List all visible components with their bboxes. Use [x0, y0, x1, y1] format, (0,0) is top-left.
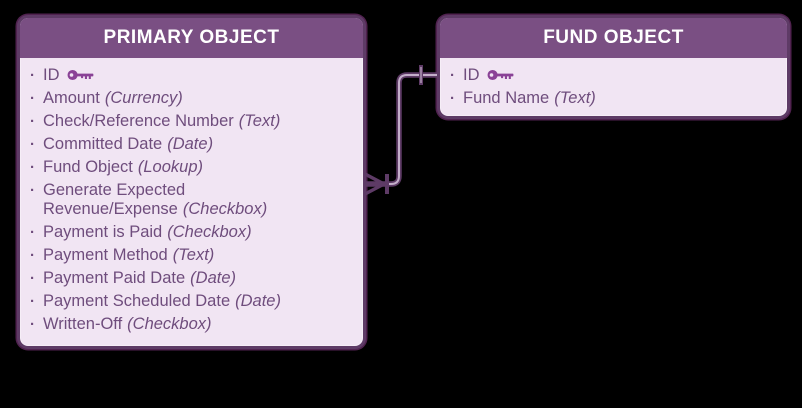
field-name: Payment is Paid	[43, 223, 163, 241]
crow-foot-many-icon	[364, 172, 389, 196]
entity-header: FUND OBJECT	[440, 18, 787, 58]
field-name: Written-Off	[43, 315, 123, 333]
field-row: · Payment Paid Date(Date)	[30, 269, 351, 288]
field-name: Payment Paid Date	[43, 269, 186, 287]
connector-line	[366, 72, 437, 187]
entity-card-fund-object: FUND OBJECT · ID · Fund Name(Text)	[437, 15, 790, 119]
field-row: · Payment is Paid(Checkbox)	[30, 223, 351, 242]
field-row: · Amount(Currency)	[30, 89, 351, 108]
field-row: · ID	[450, 66, 775, 85]
bullet: ·	[450, 67, 455, 84]
bullet: ·	[450, 90, 455, 107]
field-name: Amount	[43, 89, 100, 107]
field-type: (Currency)	[104, 89, 183, 107]
field-name: ID	[43, 66, 60, 84]
bullet: ·	[30, 159, 35, 176]
field-name: Fund Name	[463, 89, 550, 107]
entity-card-primary-object: PRIMARY OBJECT · ID · Amount(Currency)	[17, 15, 366, 349]
bullet: ·	[30, 182, 35, 199]
entity-title: FUND OBJECT	[543, 27, 684, 48]
bullet: ·	[30, 136, 35, 153]
bullet: ·	[30, 247, 35, 264]
field-row: · Payment Method(Text)	[30, 246, 351, 265]
bullet: ·	[30, 67, 35, 84]
field-row: · Generate Expected Revenue/Expense(Chec…	[30, 181, 351, 219]
bullet: ·	[30, 90, 35, 107]
field-type: (Checkbox)	[127, 315, 212, 333]
bullet: ·	[30, 316, 35, 333]
bullet: ·	[30, 113, 35, 130]
field-type: (Date)	[167, 135, 214, 153]
field-row: · Fund Name(Text)	[450, 89, 775, 108]
key-icon	[487, 68, 514, 82]
field-name: Committed Date	[43, 135, 163, 153]
field-type: (Lookup)	[137, 158, 204, 176]
field-type: (Checkbox)	[167, 223, 252, 241]
field-row: · ID	[30, 66, 351, 85]
field-type: (Text)	[172, 246, 215, 264]
field-type: (Text)	[554, 89, 596, 107]
field-name: Generate Expected Revenue/Expense	[43, 181, 186, 218]
field-row: · Committed Date(Date)	[30, 135, 351, 154]
field-list: · ID · Fund Name(Text)	[440, 58, 787, 116]
field-type: (Text)	[238, 112, 281, 130]
field-name: ID	[463, 66, 480, 84]
field-type: (Date)	[190, 269, 237, 287]
bullet: ·	[30, 293, 35, 310]
field-row: · Payment Scheduled Date(Date)	[30, 292, 351, 311]
field-row: · Fund Object(Lookup)	[30, 158, 351, 177]
entity-header: PRIMARY OBJECT	[20, 18, 363, 58]
bullet: ·	[30, 224, 35, 241]
field-row: · Written-Off(Checkbox)	[30, 315, 351, 334]
key-icon	[67, 68, 94, 82]
field-name: Payment Method	[43, 246, 168, 264]
bullet: ·	[30, 270, 35, 287]
field-type: (Date)	[235, 292, 281, 310]
field-list: · ID · Amount(Currency) · Check/Referen	[20, 58, 363, 346]
field-name: Check/Reference Number	[43, 112, 234, 130]
entity-title: PRIMARY OBJECT	[103, 27, 280, 48]
field-type: (Checkbox)	[182, 200, 268, 218]
field-name: Fund Object	[43, 158, 133, 176]
field-name: Payment Scheduled Date	[43, 292, 231, 310]
field-row: · Check/Reference Number(Text)	[30, 112, 351, 131]
